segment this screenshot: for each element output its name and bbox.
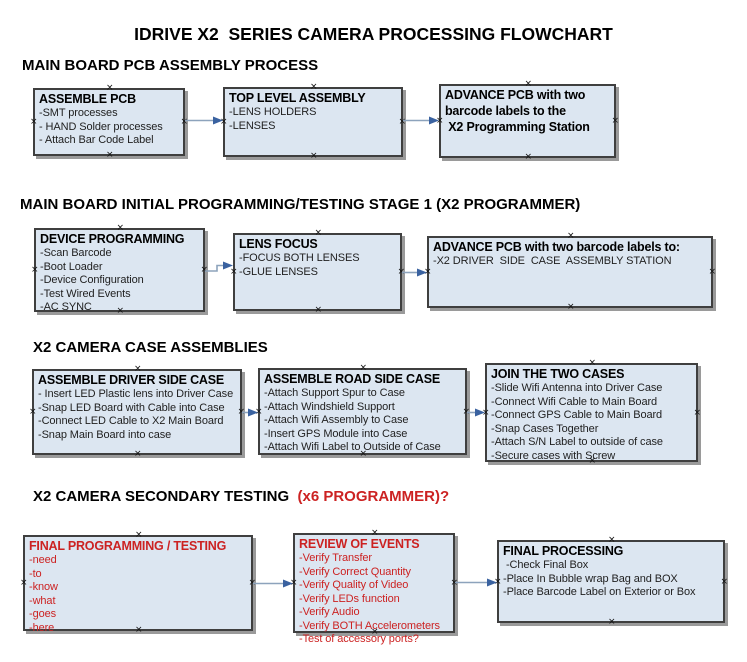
box-steps: - Insert LED Plastic lens into Driver Ca…	[38, 388, 234, 441]
flow-box-advance-pcb-driver-side-station[interactable]: ADVANCE PCB with two barcode labels to: …	[424, 232, 716, 312]
flow-box-review-of-events[interactable]: REVIEW OF EVENTS -Verify Transfer -Verif…	[290, 529, 458, 646]
flow-box-assemble-pcb[interactable]: ASSEMBLE PCB -SMT processes - HAND Solde…	[30, 84, 188, 160]
box-steps: -Scan Barcode -Boot Loader -Device Confi…	[40, 247, 144, 313]
connection-handle-icon: ×	[106, 150, 114, 160]
box-title: REVIEW OF EVENTS	[299, 537, 420, 551]
flow-connector-arrow[interactable]	[403, 114, 439, 127]
box-steps: -Verify Transfer -Verify Correct Quantit…	[299, 552, 440, 645]
section-header-pcb-assembly: MAIN BOARD PCB ASSEMBLY PROCESS	[22, 57, 319, 74]
connection-handle-icon: ×	[30, 117, 38, 127]
flow-connector-arrow[interactable]	[402, 266, 427, 279]
box-title: FINAL PROCESSING	[503, 544, 624, 558]
connection-handle-icon: ×	[567, 302, 575, 312]
connection-handle-icon: ×	[310, 151, 318, 161]
section-header-case-assemblies: X2 CAMERA CASE ASSEMBLIES	[33, 339, 268, 356]
flow-box-join-the-two-cases[interactable]: JOIN THE TWO CASES -Slide Wifi Antenna i…	[482, 359, 701, 466]
flow-box-assemble-driver-side-case[interactable]: ASSEMBLE DRIVER SIDE CASE - Insert LED P…	[29, 365, 245, 459]
section-header-secondary-testing: X2 CAMERA SECONDARY TESTING (x6 PROGRAMM…	[33, 488, 449, 505]
connection-handle-icon: ×	[693, 407, 701, 418]
page-title: IDRIVE X2 SERIES CAMERA PROCESSING FLOWC…	[134, 24, 613, 44]
box-title: JOIN THE TWO CASES	[491, 367, 625, 381]
section-header-red-part: (x6 PROGRAMMER)?	[293, 488, 450, 505]
flow-box-top-level-assembly[interactable]: TOP LEVEL ASSEMBLY -LENS HOLDERS -LENSES…	[220, 83, 406, 161]
box-steps: -LENS HOLDERS -LENSES	[229, 106, 317, 132]
flow-box-final-processing[interactable]: FINAL PROCESSING -Check Final Box -Place…	[494, 536, 728, 627]
box-title: ASSEMBLE PCB	[39, 92, 136, 106]
flow-connector-arrow[interactable]	[467, 406, 485, 419]
flow-connector-arrow[interactable]	[242, 406, 258, 419]
flow-connector-arrow[interactable]	[455, 576, 497, 589]
flow-box-device-programming[interactable]: DEVICE PROGRAMMING -Scan Barcode -Boot L…	[31, 224, 208, 316]
box-title: ADVANCE PCB with two barcode labels to:	[433, 240, 680, 254]
flow-box-final-programming-testing[interactable]: FINAL PROGRAMMING / TESTING -need -to -k…	[20, 531, 256, 635]
section-header-black-part: X2 CAMERA SECONDARY TESTING	[33, 488, 294, 505]
box-steps: -Attach Support Spur to Case -Attach Win…	[264, 387, 441, 453]
box-steps: -Check Final Box -Place In Bubble wrap B…	[503, 559, 696, 598]
connection-handle-icon: ×	[611, 116, 619, 126]
connection-handle-icon: ×	[524, 152, 533, 162]
section-header-initial-programming: MAIN BOARD INITIAL PROGRAMMING/TESTING S…	[20, 196, 581, 213]
connection-handle-icon: ×	[31, 265, 39, 275]
connection-handle-icon: ×	[134, 449, 142, 459]
flow-box-assemble-road-side-case[interactable]: ASSEMBLE ROAD SIDE CASE -Attach Support …	[255, 364, 470, 459]
box-title: ASSEMBLE ROAD SIDE CASE	[264, 372, 440, 386]
connection-handle-icon: ×	[29, 407, 37, 417]
connection-handle-icon: ×	[608, 617, 616, 627]
connection-handle-icon: ×	[314, 305, 323, 315]
connection-handle-icon: ×	[708, 267, 716, 277]
box-title: ADVANCE PCB with two barcode labels to t…	[445, 88, 590, 134]
flow-connector-arrow[interactable]	[205, 260, 233, 274]
flow-box-advance-pcb-programming-station[interactable]: ADVANCE PCB with two barcode labels to t…	[436, 80, 619, 162]
connection-handle-icon: ×	[720, 576, 728, 587]
flow-box-lens-focus[interactable]: LENS FOCUS -FOCUS BOTH LENSES -GLUE LENS…	[230, 229, 405, 315]
box-title: DEVICE PROGRAMMING	[40, 232, 185, 246]
flow-connector-arrow[interactable]	[253, 577, 293, 590]
flow-connector-arrow[interactable]	[185, 114, 223, 127]
box-steps: -X2 DRIVER SIDE CASE ASSEMBLY STATION	[433, 255, 672, 267]
box-title: LENS FOCUS	[239, 237, 318, 251]
box-steps: -FOCUS BOTH LENSES -GLUE LENSES	[239, 252, 360, 278]
box-title: ASSEMBLE DRIVER SIDE CASE	[38, 373, 225, 387]
box-steps: -Slide Wifi Antenna into Driver Case -Co…	[491, 382, 663, 462]
box-steps: -need -to -know -what -goes -here	[29, 554, 58, 634]
box-title: FINAL PROGRAMMING / TESTING	[29, 539, 227, 553]
box-steps: -SMT processes - HAND Solder processes -…	[39, 107, 163, 146]
connection-handle-icon: ×	[20, 578, 28, 588]
box-title: TOP LEVEL ASSEMBLY	[229, 91, 366, 105]
